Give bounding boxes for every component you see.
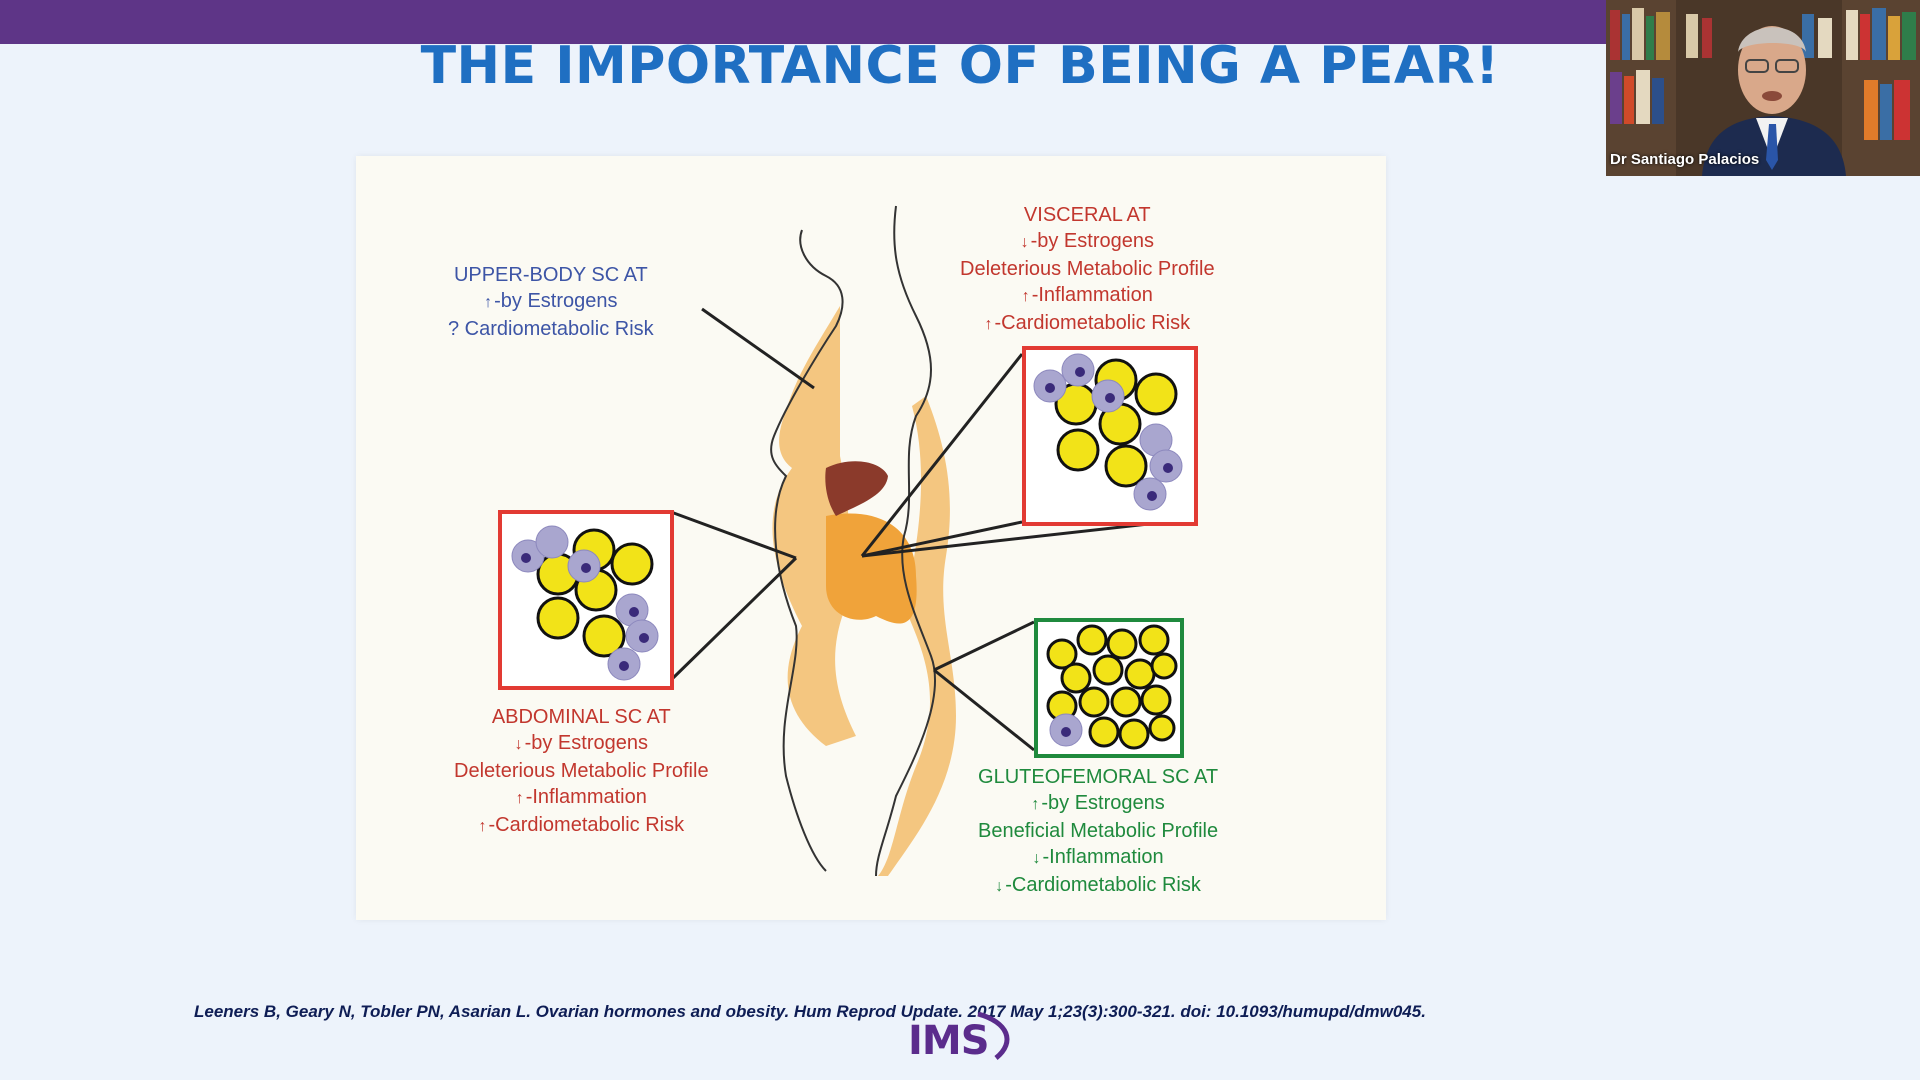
visceral-line2: Deleterious Metabolic Profile — [960, 258, 1215, 280]
gluteofemoral-line4: ↓-Cardiometabolic Risk — [995, 874, 1201, 896]
arrow-down-icon: ↓ — [995, 878, 1004, 895]
bookshelf-right — [1842, 0, 1920, 176]
gluteofemoral-cells-illustration — [1046, 624, 1178, 750]
abdominal-line3: ↑-Inflammation — [515, 786, 647, 808]
connector-visc-bottom — [861, 520, 1167, 558]
gluteofemoral-line3: ↓-Inflammation — [1032, 846, 1164, 868]
abdominal-title: ABDOMINAL SC AT — [491, 706, 671, 728]
abdominal-line1: ↓-by Estrogens — [514, 732, 648, 754]
abdominal-label: ABDOMINAL SC AT ↓-by Estrogens Deleterio… — [454, 704, 709, 840]
figure-panel: UPPER-BODY SC AT ↑-by Estrogens ? Cardio… — [356, 156, 1386, 920]
arrow-up-icon: ↑ — [1031, 796, 1040, 813]
webcam-scene — [1606, 0, 1920, 176]
arrow-up-icon: ↑ — [478, 818, 487, 835]
gluteofemoral-line2: Beneficial Metabolic Profile — [978, 820, 1219, 842]
upper-body-line1: ↑-by Estrogens — [484, 290, 618, 312]
arrow-down-icon: ↓ — [1032, 850, 1041, 867]
abdominal-cells-illustration — [511, 525, 659, 681]
gluteofemoral-label: GLUTEOFEMORAL SC AT ↑-by Estrogens Benef… — [978, 764, 1218, 900]
connector-abd-top — [670, 510, 797, 560]
visceral-fat — [826, 513, 917, 624]
connector-glut-top — [933, 620, 1035, 672]
body-illustration — [669, 205, 1167, 877]
connector-abd-bottom — [669, 556, 798, 682]
body-outline-back — [875, 205, 936, 877]
connector-upper — [701, 307, 815, 390]
upper-body-title: UPPER-BODY SC AT — [453, 264, 648, 286]
webcam-video[interactable]: Dr Santiago Palacios — [1606, 0, 1920, 176]
top-bar — [0, 0, 1606, 44]
upper-body-line2: ? Cardiometabolic Risk — [448, 318, 654, 340]
abdominal-line2: Deleterious Metabolic Profile — [454, 760, 709, 782]
visceral-label: VISCERAL AT ↓-by Estrogens Deleterious M… — [960, 202, 1215, 338]
visceral-line1: ↓-by Estrogens — [1020, 230, 1154, 252]
arrow-up-icon: ↑ — [984, 316, 993, 333]
arrow-up-icon: ↑ — [1021, 288, 1030, 305]
arrow-up-icon: ↑ — [484, 294, 493, 311]
connector-glut-bottom — [933, 668, 1035, 752]
ims-logo-text: IMS — [908, 1018, 989, 1064]
connector-visc-top — [860, 353, 1024, 557]
visceral-cells-illustration — [1033, 353, 1183, 511]
visceral-line4: ↑-Cardiometabolic Risk — [984, 312, 1191, 334]
gluteofemoral-line1: ↑-by Estrogens — [1031, 792, 1165, 814]
body-outline-front — [770, 229, 844, 872]
citation: Leeners B, Geary N, Tobler PN, Asarian L… — [194, 1002, 1426, 1021]
ims-logo: IMS — [908, 1012, 1018, 1064]
arrow-up-icon: ↑ — [515, 790, 524, 807]
speaker-name: Dr Santiago Palacios — [1610, 151, 1760, 168]
back-fat — [878, 396, 956, 876]
visceral-line3: ↑-Inflammation — [1021, 284, 1153, 306]
abdominal-cells-box — [498, 510, 674, 690]
bookshelf-left — [1606, 0, 1676, 176]
gluteofemoral-title: GLUTEOFEMORAL SC AT — [978, 766, 1219, 788]
upper-body-fat — [772, 306, 856, 746]
liver — [825, 461, 888, 516]
logo-swoosh-icon — [977, 1012, 1010, 1060]
arrow-down-icon: ↓ — [514, 736, 523, 753]
slide-title: THE IMPORTANCE OF BEING A PEAR! — [420, 36, 1500, 96]
upper-body-label: UPPER-BODY SC AT ↑-by Estrogens ? Cardio… — [448, 262, 654, 342]
visceral-title: VISCERAL AT — [1023, 204, 1151, 226]
visceral-cells-box — [1022, 346, 1198, 526]
speaker-person — [1702, 26, 1846, 176]
arrow-down-icon: ↓ — [1020, 234, 1029, 251]
gluteofemoral-cells-box — [1034, 618, 1184, 758]
connector-visc-mid — [861, 520, 1023, 558]
abdominal-line4: ↑-Cardiometabolic Risk — [478, 814, 685, 836]
